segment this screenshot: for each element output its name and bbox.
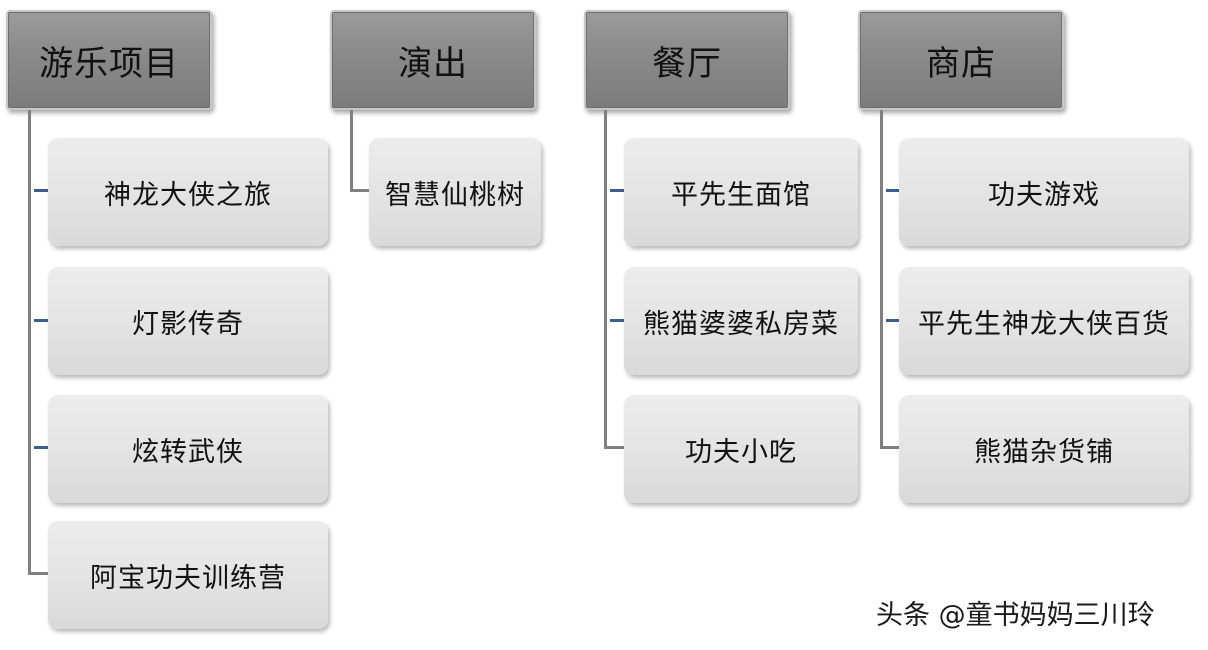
category-column-shows: 演出 智慧仙桃树 xyxy=(0,0,560,650)
item-box: 炫转武侠 xyxy=(48,395,328,503)
connector-trunk xyxy=(28,110,31,575)
connector-elbow xyxy=(28,572,48,575)
category-header-shows: 演出 xyxy=(330,10,536,110)
connector-tick xyxy=(34,446,48,449)
connector-tick xyxy=(886,189,900,192)
item-box: 熊猫婆婆私房菜 xyxy=(624,267,858,375)
connector-elbow xyxy=(350,189,370,192)
connector-trunk xyxy=(604,110,607,448)
connector-elbow xyxy=(880,446,900,449)
item-box: 神龙大侠之旅 xyxy=(48,138,328,246)
category-column-restaurants: 餐厅 平先生面馆 熊猫婆婆私房菜 功夫小吃 xyxy=(584,10,858,503)
watermark-text: 头条 @童书妈妈三川玲 xyxy=(876,600,1155,631)
category-header-shops: 商店 xyxy=(858,10,1064,110)
category-header-restaurants: 餐厅 xyxy=(584,10,790,110)
connector-trunk xyxy=(880,110,883,448)
connector-tick xyxy=(34,189,48,192)
item-box: 灯影传奇 xyxy=(48,267,328,375)
category-column-rides: 游乐项目 神龙大侠之旅 灯影传奇 炫转武侠 阿宝功夫训练营 xyxy=(0,0,340,650)
item-box: 熊猫杂货铺 xyxy=(899,395,1189,503)
connector-tick xyxy=(34,319,48,322)
category-header-rides: 游乐项目 xyxy=(6,10,212,110)
connector-trunk xyxy=(350,110,353,192)
connector-elbow xyxy=(604,446,624,449)
item-box: 平先生神龙大侠百货 xyxy=(899,267,1189,375)
item-box: 功夫游戏 xyxy=(899,138,1189,246)
item-box: 平先生面馆 xyxy=(624,138,858,246)
connector-tick xyxy=(610,319,624,322)
connector-tick xyxy=(610,189,624,192)
item-box: 智慧仙桃树 xyxy=(369,138,541,246)
item-box: 阿宝功夫训练营 xyxy=(48,521,328,629)
item-box: 功夫小吃 xyxy=(624,395,858,503)
connector-tick xyxy=(886,319,900,322)
